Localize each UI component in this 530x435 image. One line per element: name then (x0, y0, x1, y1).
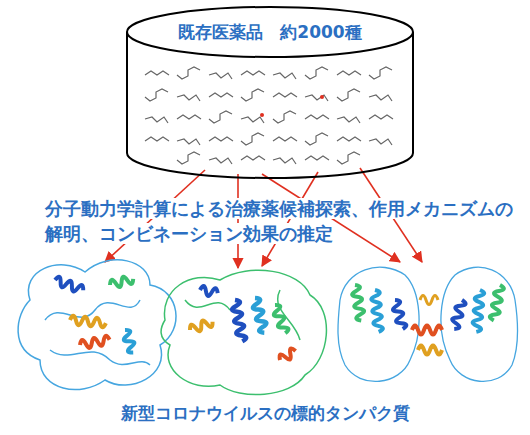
target-caption: 新型コロナウイルスの標的タンパク質 (121, 403, 410, 423)
atom-dot (320, 95, 324, 99)
node-title: 既存医薬品 約2000種 (125, 21, 415, 44)
protein-structure (18, 260, 176, 390)
protein-structure (338, 267, 518, 381)
protein-structure (161, 270, 326, 394)
molecule-sketches (145, 67, 393, 164)
atom-dot (260, 113, 264, 117)
label-box: 分子動力学計算による治療薬候補探索、作用メカニズムの解明、コンビネーション効果の… (45, 196, 520, 246)
method-description: 分子動力学計算による治療薬候補探索、作用メカニズムの解明、コンビネーション効果の… (45, 198, 513, 244)
label-box: 新型コロナウイルスの標的タンパク質 (0, 402, 530, 424)
database-cylinder: 既存医薬品 約2000種 (125, 5, 415, 183)
